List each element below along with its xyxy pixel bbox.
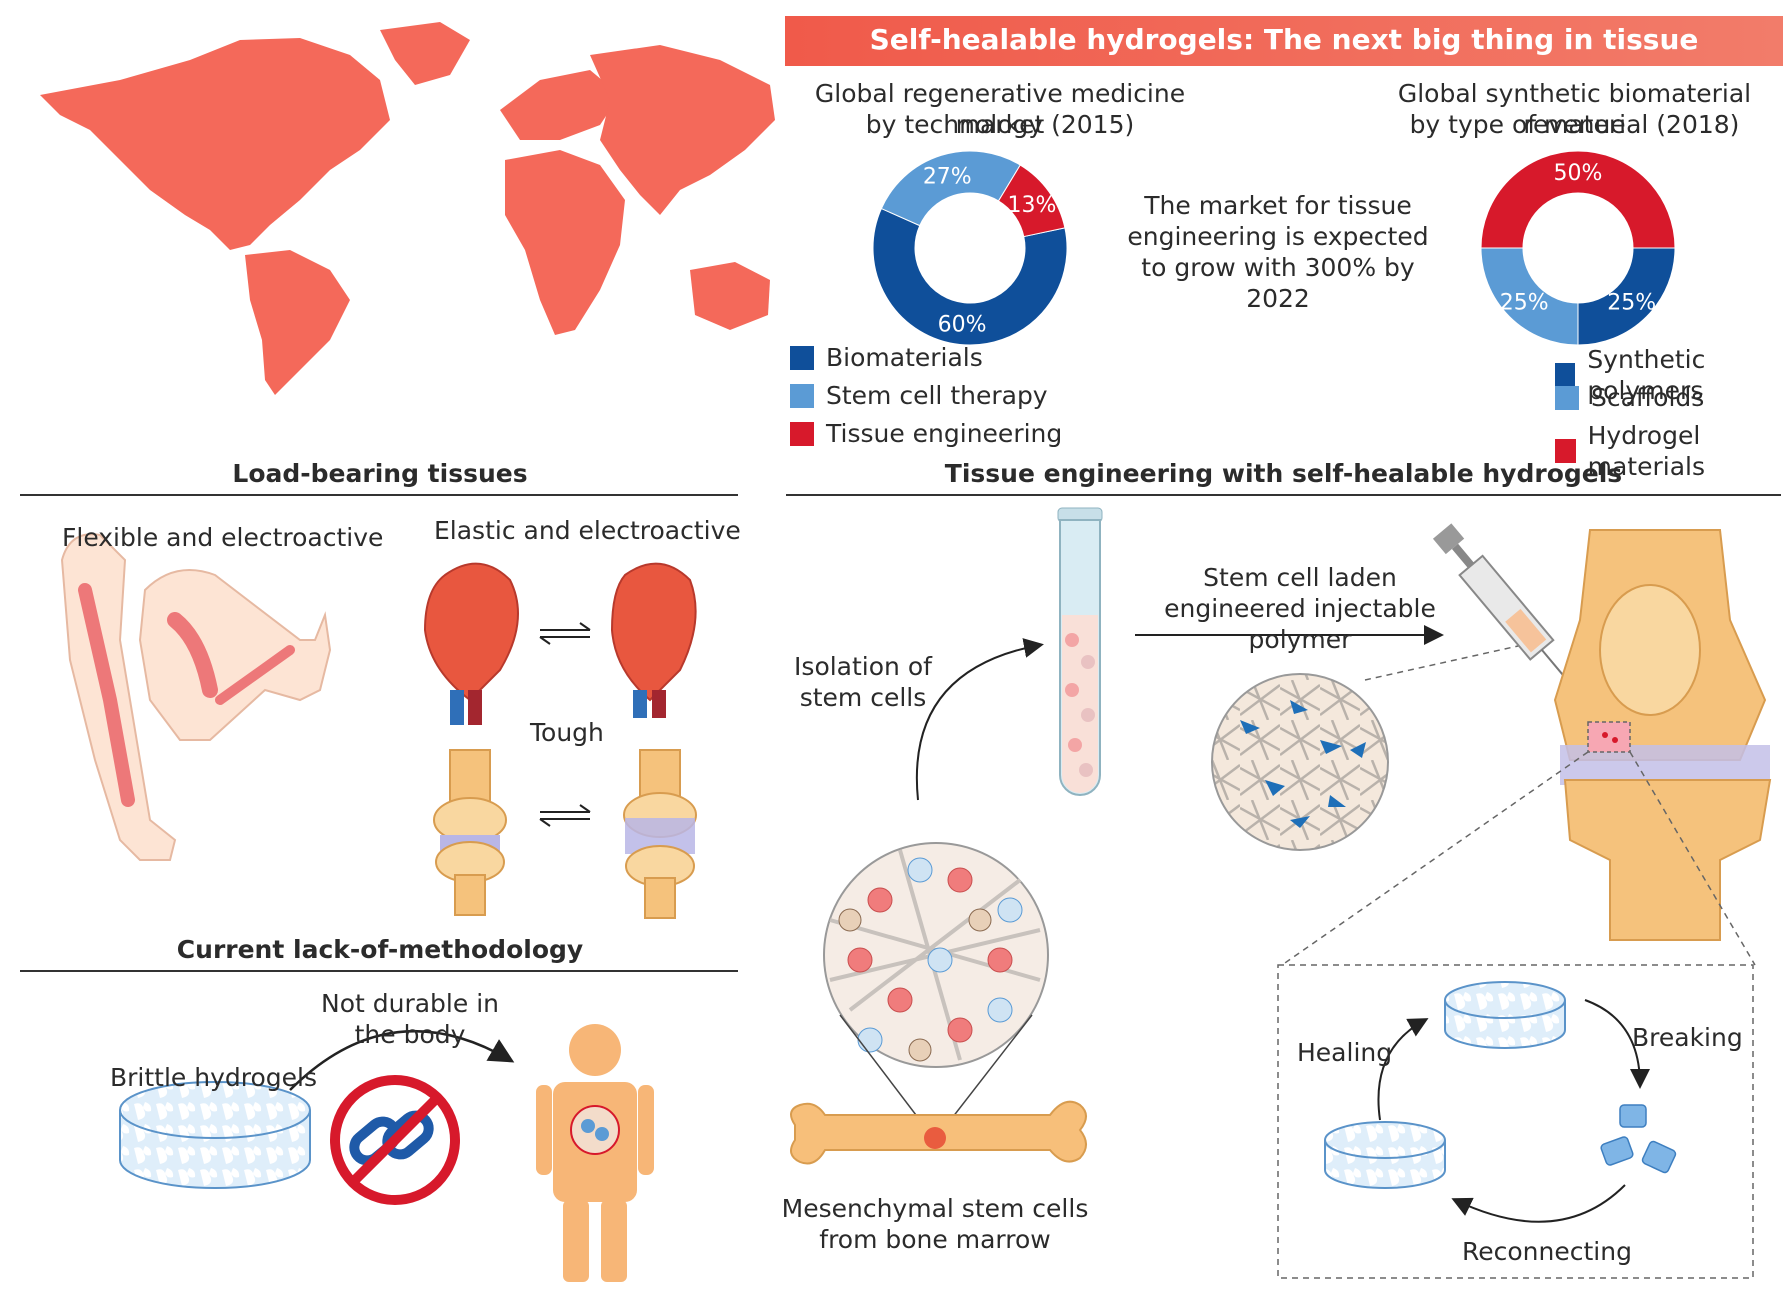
divider [786, 494, 1781, 496]
label-elastic: Elastic and electroactive [434, 516, 741, 545]
heading-tissue-engineering: Tissue engineering with self-healable hy… [944, 459, 1623, 488]
greenland [380, 22, 470, 85]
bone-illustration [790, 1100, 1087, 1165]
donut-value-label: 25% [1500, 291, 1549, 316]
knee-joint-illustration [1553, 529, 1772, 941]
market-note-line1: The market for tissue [1144, 191, 1412, 220]
hydrogel-magnified-circle [1211, 673, 1389, 851]
donut-value-label: 25% [1607, 291, 1656, 316]
australia [690, 262, 770, 330]
label-tough: Tough [530, 718, 604, 747]
hydrogel-disc-intact [1444, 981, 1566, 1049]
no-sign-icon [330, 1075, 460, 1205]
legend-swatch [1555, 385, 1579, 410]
label-laden-line2: engineered injectable polymer [1164, 594, 1436, 654]
label-healing: Healing [1297, 1038, 1393, 1067]
donut-slice-biomaterials [872, 207, 1068, 346]
double-arrow-icon-2 [539, 804, 591, 827]
donut-slice-stem-cell-therapy [880, 150, 1021, 227]
label-reconnecting: Reconnecting [1462, 1237, 1632, 1266]
label-mesenchymal-line1: Mesenchymal stem cells [781, 1194, 1089, 1223]
south-america [245, 250, 350, 395]
test-tube [1057, 507, 1103, 796]
donut-value-label: 13% [1007, 193, 1056, 218]
donut-value-label: 60% [938, 313, 987, 338]
legend-label: Hydrogel materials [1587, 421, 1705, 481]
knee-illustration-2 [623, 749, 697, 919]
label-not-durable-line1: Not durable in [321, 989, 499, 1018]
brittle-hydrogel-disc [119, 1081, 311, 1189]
arrow-isolation [915, 638, 1044, 801]
bone-marrow-magnified-circle [823, 842, 1049, 1068]
legend-item-scaffolds: Scaffolds [1555, 382, 1704, 413]
hydrogel-disc-reconnected [1324, 1121, 1446, 1189]
donut-chart-synthetic-biomaterial: 25% 25% 50% [1480, 150, 1676, 346]
africa [505, 150, 625, 335]
double-arrow-icon [539, 622, 591, 645]
legend-label: Scaffolds [1591, 383, 1705, 412]
legend-label: Synthetic polymers [1587, 345, 1706, 405]
human-figure [536, 1024, 654, 1282]
title-banner [785, 16, 1783, 66]
legend-label: Stem cell therapy [826, 381, 1048, 410]
legend-item-biomaterials: Biomaterials [790, 342, 983, 373]
legend-label: Tissue engineering [826, 419, 1063, 448]
legend-swatch [790, 421, 814, 446]
donut-slice-synthetic-polymers [1577, 247, 1676, 346]
chart2-title-line2: by type of material (2018) [1409, 110, 1740, 139]
europe [500, 70, 620, 140]
label-laden-line1: Stem cell laden [1203, 563, 1397, 592]
legend-swatch [790, 345, 814, 370]
label-brittle-hydrogels: Brittle hydrogels [110, 1063, 318, 1092]
market-note-line3: to grow with 300% by 2022 [1141, 253, 1415, 313]
label-not-durable-line2: the body [354, 1020, 466, 1049]
banner-title: Self-healable hydrogels: The next big th… [869, 23, 1699, 96]
arrow-reconnecting [1451, 1184, 1626, 1223]
divider [20, 970, 738, 972]
arrow-breaking [1584, 999, 1650, 1089]
label-isolation-line2: stem cells [799, 683, 927, 712]
heart-illustration-2 [610, 562, 697, 718]
chart2-title-line1: Global synthetic biomaterial revenue [1397, 79, 1752, 139]
arm-illustration [60, 533, 332, 861]
chart1-title-line2: by technology (2015) [865, 110, 1135, 139]
legend-item-tissue-engineering: Tissue engineering [790, 418, 1062, 449]
world-map [40, 22, 775, 395]
healing-cycle-box [1277, 964, 1754, 1279]
knee-illustration-1 [433, 749, 507, 916]
north-america [40, 38, 390, 250]
legend-swatch [1555, 439, 1576, 463]
legend-item-synthetic-polymers: Synthetic polymers [1555, 344, 1792, 406]
donut-slice-tissue-engineering [997, 164, 1066, 238]
legend-label: Biomaterials [826, 343, 983, 372]
syringe [1432, 523, 1569, 682]
asia [590, 45, 775, 215]
legend-item-hydrogel-materials: Hydrogel materials [1555, 420, 1792, 482]
label-isolation-line1: Isolation of [794, 652, 932, 681]
label-breaking: Breaking [1632, 1023, 1743, 1052]
heading-load-bearing: Load-bearing tissues [232, 459, 528, 488]
divider [20, 494, 738, 496]
legend-swatch [790, 383, 814, 408]
donut-slice-hydrogel-materials [1480, 150, 1676, 249]
heart-illustration-1 [423, 562, 519, 725]
donut-value-label: 50% [1554, 161, 1603, 186]
hydrogel-puzzle-pieces [1600, 1104, 1677, 1174]
label-flexible: Flexible and electroactive [62, 523, 384, 552]
legend-swatch [1555, 363, 1576, 387]
legend-item-stem-cell-therapy: Stem cell therapy [790, 380, 1048, 411]
market-note-line2: engineering is expected [1127, 222, 1429, 251]
heading-lack-of-methodology: Current lack-of-methodology [176, 935, 584, 964]
curved-arrow-not-durable [289, 1029, 515, 1091]
arrow-healing [1377, 1018, 1429, 1121]
donut-slice-scaffolds [1480, 247, 1579, 346]
chart1-title-line1: Global regenerative medicine market [814, 79, 1186, 139]
donut-value-label: 27% [923, 164, 972, 189]
donut-chart-regenerative-medicine: 60% 27% 13% [872, 150, 1068, 346]
label-mesenchymal-line2: from bone marrow [819, 1225, 1051, 1254]
